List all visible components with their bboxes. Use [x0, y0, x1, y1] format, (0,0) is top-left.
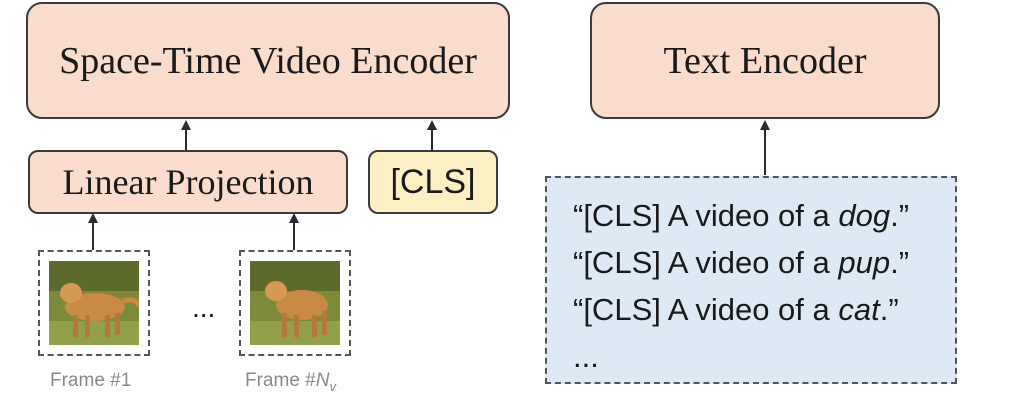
prompt-text: “[CLS] A video of a [573, 198, 839, 233]
prompt-text-end: .” [879, 292, 899, 327]
prompt-text: ... [573, 339, 599, 374]
dog-image [250, 261, 340, 345]
prompt-text: “[CLS] A video of a [573, 292, 839, 327]
dog-image [49, 261, 139, 345]
frame-n-label-prefix: Frame # [245, 370, 316, 391]
frame-1-label: Frame #1 [50, 370, 131, 392]
video-encoder-label: Space-Time Video Encoder [59, 39, 477, 82]
prompt-line: “[CLS] A video of a pup.” [573, 239, 955, 286]
frame-n-thumbnail [239, 250, 351, 356]
prompt-line: “[CLS] A video of a dog.” [573, 192, 955, 239]
prompt-class-word: cat [838, 292, 880, 327]
frame-n-label-symbol: N [315, 370, 330, 391]
text-prompts-box: “[CLS] A video of a dog.” “[CLS] A video… [545, 176, 957, 384]
prompt-class-word: pup [838, 245, 891, 280]
prompt-line: “[CLS] A video of a cat.” [573, 286, 955, 333]
frames-ellipsis: ... [192, 292, 216, 323]
prompt-class-word: dog [838, 198, 891, 233]
frame-n-label: Frame #Nv [245, 370, 336, 394]
prompt-ellipsis: ... [573, 333, 955, 380]
prompt-text-end: .” [890, 245, 910, 280]
frame-1-label-number: 1 [120, 370, 132, 391]
frame-n-label-subscript: v [329, 378, 336, 394]
frame-1-label-prefix: Frame # [50, 370, 121, 391]
linear-projection-box: Linear Projection [28, 150, 348, 214]
video-encoder-box: Space-Time Video Encoder [26, 2, 510, 119]
prompt-text-end: .” [890, 198, 910, 233]
text-encoder-box: Text Encoder [590, 2, 940, 119]
cls-token-label: [CLS] [390, 162, 476, 201]
linear-projection-label: Linear Projection [62, 162, 314, 202]
text-encoder-label: Text Encoder [663, 39, 867, 82]
prompt-text: “[CLS] A video of a [573, 245, 839, 280]
frame-1-thumbnail [38, 250, 150, 356]
cls-token-box: [CLS] [368, 150, 498, 214]
